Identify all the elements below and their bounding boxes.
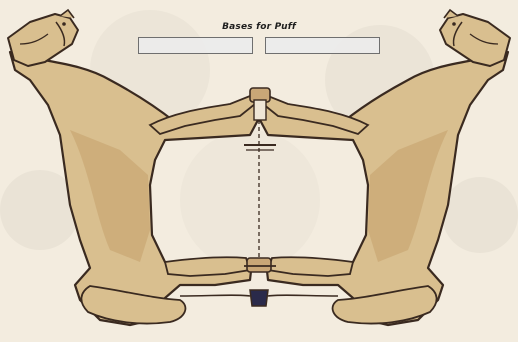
bottom-hands (244, 258, 276, 306)
left-head-icon (8, 10, 78, 66)
right-head-icon (440, 10, 510, 66)
